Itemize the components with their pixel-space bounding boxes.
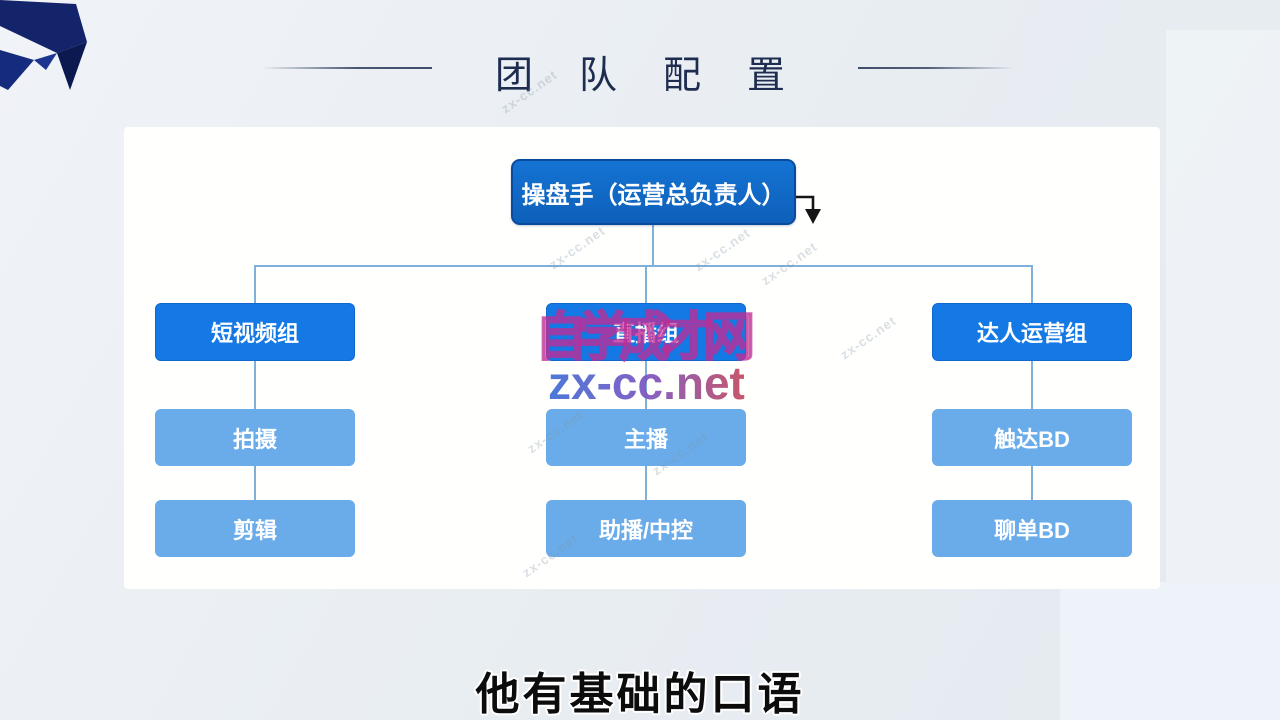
connector-right-drop (1031, 265, 1033, 303)
video-subtitle: 他有基础的口语 (475, 670, 805, 719)
connector-left-drop (254, 265, 256, 303)
org-node-root: 操盘手（运营总负责人） (511, 159, 796, 225)
org-node-influencer-ops-group: 达人运营组 (932, 303, 1132, 361)
org-node-assistant-host: 助播/中控 (546, 500, 746, 557)
connector-root-down (652, 225, 654, 266)
org-node-short-video-group: 短视频组 (155, 303, 355, 361)
watermark-brand: 自学成才网 (534, 308, 756, 367)
org-node-host: 主播 (546, 409, 746, 466)
down-arrow-annotation-icon (796, 195, 821, 224)
connector-left-col-1 (254, 361, 256, 409)
title-divider-left (262, 67, 432, 69)
background-right-strip (1166, 30, 1280, 582)
background-corner-panel (1060, 582, 1280, 720)
org-node-livestream-group: 直播组 (546, 303, 746, 361)
connector-middle-col-1 (645, 361, 647, 409)
connector-middle-col-2 (645, 466, 647, 500)
org-node-outreach-bd: 触达BD (932, 409, 1132, 466)
connector-horizontal (254, 265, 1033, 267)
connector-right-col-2 (1031, 466, 1033, 500)
org-node-shooting: 拍摄 (155, 409, 355, 466)
connector-middle-drop (645, 265, 647, 303)
watermark-site-url: zx-cc.net (548, 357, 745, 409)
org-node-editing: 剪辑 (155, 500, 355, 557)
org-node-deal-chat-bd: 聊单BD (932, 500, 1132, 557)
title-divider-right (858, 67, 1014, 69)
connector-left-col-2 (254, 466, 256, 500)
corner-ribbon-decoration (0, 0, 87, 90)
page-title: 团队配置 (494, 55, 831, 97)
connector-right-col-1 (1031, 361, 1033, 409)
